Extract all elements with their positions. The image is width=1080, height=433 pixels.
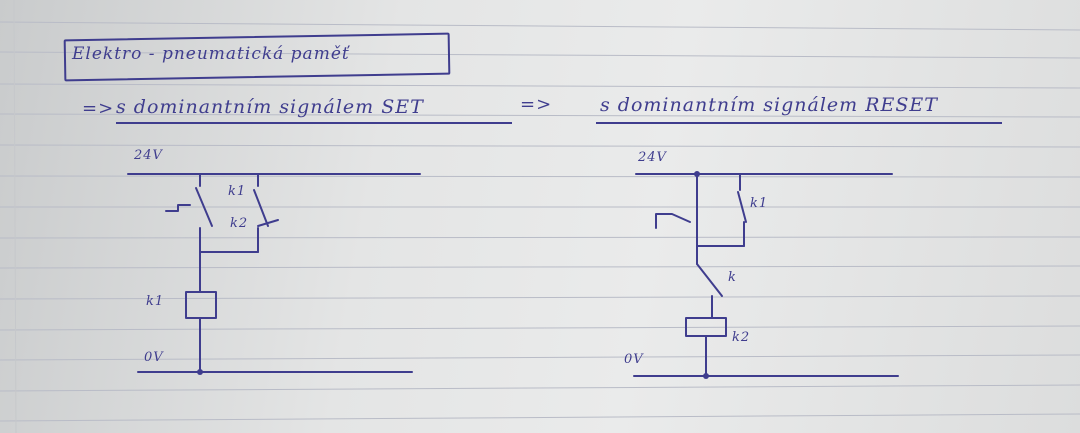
heading-reset: s dominantním signálem RESET (600, 94, 938, 116)
coil-k2-reset (685, 317, 727, 337)
junction-reset-ground (703, 373, 709, 379)
pushbutton-contact-set (195, 187, 213, 227)
contact-k-reset (696, 263, 723, 297)
contact-k1-label-reset: k1 (750, 196, 769, 211)
self-hold-contact-k1-reset (737, 191, 747, 223)
coil-k1-set (185, 291, 217, 319)
arrow-left: => (82, 98, 115, 119)
junction-set-ground (197, 369, 203, 375)
contact-k1-label-set: k1 (228, 184, 247, 199)
contact-k-label-reset: k (728, 270, 737, 285)
k2-contact-marker (257, 219, 279, 227)
supply-label-reset: 24V (638, 150, 667, 165)
contact-k2-label-set: k2 (230, 216, 249, 231)
pushbutton-actuator-reset (655, 213, 691, 229)
heading-reset-underline (596, 122, 1002, 124)
ground-label-set: 0V (144, 350, 164, 365)
ground-label-reset: 0V (624, 352, 644, 367)
coil-label-set: k1 (146, 294, 165, 309)
heading-set-underline (116, 122, 512, 124)
circuit-set (127, 173, 421, 375)
coil-label-reset: k2 (732, 330, 751, 345)
page-title: Elektro - pneumatická paměť (72, 44, 350, 64)
circuit-reset (633, 171, 899, 379)
self-hold-contact-k1 (253, 189, 269, 227)
heading-set: s dominantním signálem SET (116, 96, 424, 118)
arrow-middle: => (520, 94, 553, 115)
supply-label-set: 24V (134, 148, 163, 163)
pushbutton-actuator-set (165, 204, 191, 212)
